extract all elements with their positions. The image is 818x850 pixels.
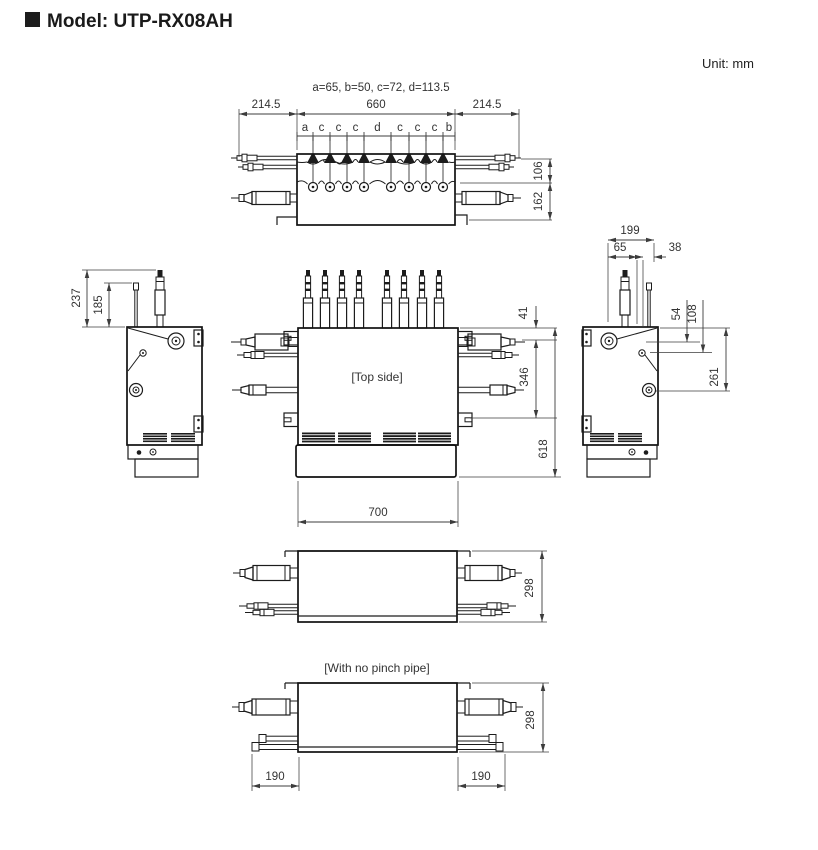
dim-214-5-left: 214.5 bbox=[252, 99, 281, 111]
svg-text:c: c bbox=[336, 122, 342, 134]
svg-text:c: c bbox=[415, 122, 421, 134]
bottom-right-pipes bbox=[456, 564, 523, 617]
left-side-view: 237 185 bbox=[71, 269, 204, 478]
front-body bbox=[296, 153, 456, 226]
dim-38: 38 bbox=[669, 242, 682, 254]
right-side-view: 199 65 38 54 108 261 bbox=[581, 225, 730, 478]
top-side-label: [Top side] bbox=[351, 370, 402, 384]
dim-618: 618 bbox=[538, 439, 550, 458]
pitch-formula: a=65, b=50, c=72, d=113.5 bbox=[312, 82, 449, 94]
bottom-view: 298 bbox=[232, 550, 547, 623]
dim-190-left: 190 bbox=[265, 771, 284, 783]
svg-text:c: c bbox=[397, 122, 403, 134]
no-pinch-body bbox=[297, 682, 458, 753]
bottom-body bbox=[297, 550, 458, 623]
bottom-left-pipes bbox=[232, 564, 299, 617]
no-pinch-right-pipes bbox=[456, 698, 524, 752]
top-side-base bbox=[295, 444, 457, 478]
unit-label: Unit: mm bbox=[702, 56, 754, 71]
dim-185: 185 bbox=[93, 295, 105, 314]
dim-700: 700 bbox=[368, 507, 387, 519]
pitch-labels: a c c c d c c c b bbox=[302, 122, 452, 134]
dim-298-bottom: 298 bbox=[524, 578, 536, 597]
dim-346: 346 bbox=[519, 367, 531, 386]
dim-298-no-pinch: 298 bbox=[525, 710, 537, 729]
dim-261: 261 bbox=[709, 367, 721, 386]
nozzle-row-screws bbox=[296, 180, 456, 193]
top-side-right-pipes bbox=[457, 333, 526, 396]
svg-text:c: c bbox=[319, 122, 325, 134]
no-pinch-pipe-view: [With no pinch pipe] 190 190 298 bbox=[231, 661, 549, 791]
page-title: Model: UTP-RX08AH bbox=[47, 11, 233, 32]
dim-237: 237 bbox=[71, 288, 83, 307]
dim-162: 162 bbox=[533, 192, 545, 211]
dim-660: 660 bbox=[366, 99, 385, 111]
top-side-left-pipes bbox=[230, 333, 299, 396]
svg-text:a: a bbox=[302, 122, 309, 134]
top-side-view: [Top side] 41 346 618 700 bbox=[230, 269, 561, 527]
dim-54: 54 bbox=[671, 307, 683, 320]
svg-text:b: b bbox=[446, 122, 452, 134]
front-view: a=65, b=50, c=72, d=113.5 214.5 660 214.… bbox=[230, 82, 553, 226]
top-side-body bbox=[297, 327, 459, 446]
svg-text:c: c bbox=[353, 122, 359, 134]
dim-106: 106 bbox=[533, 161, 545, 180]
dim-108: 108 bbox=[687, 304, 699, 323]
dim-214-5-right: 214.5 bbox=[473, 99, 502, 111]
header: Model: UTP-RX08AH Unit: mm bbox=[25, 11, 754, 71]
dim-41: 41 bbox=[518, 307, 530, 320]
svg-text:c: c bbox=[432, 122, 438, 134]
front-left-pipes bbox=[230, 153, 298, 206]
no-pinch-left-pipes bbox=[231, 698, 299, 752]
dim-199: 199 bbox=[620, 225, 639, 237]
svg-text:d: d bbox=[374, 122, 380, 134]
nozzle-row-top bbox=[296, 154, 456, 165]
dim-65: 65 bbox=[614, 242, 627, 254]
front-right-pipes bbox=[454, 153, 522, 206]
no-pinch-label: [With no pinch pipe] bbox=[324, 661, 429, 675]
dim-190-right: 190 bbox=[471, 771, 490, 783]
title-bullet-square bbox=[25, 12, 40, 27]
